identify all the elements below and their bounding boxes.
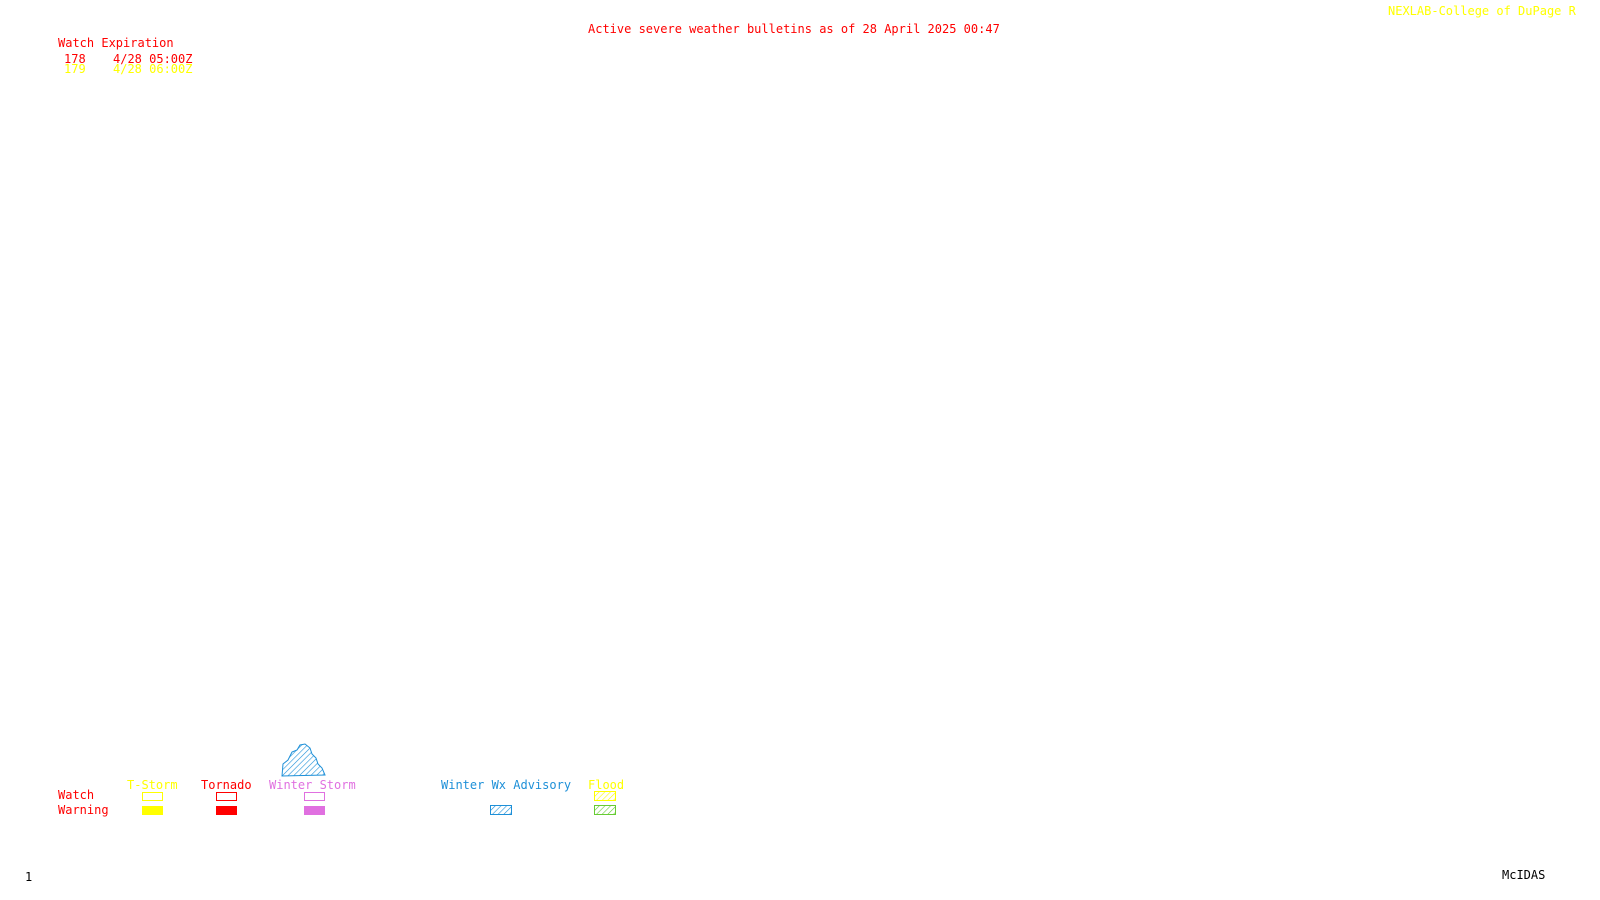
legend-winter-storm-warning-box: [304, 806, 325, 815]
legend-winter-storm-label: Winter Storm: [269, 778, 356, 792]
legend-winter-advisory-label: Winter Wx Advisory: [441, 778, 572, 792]
watch-178-expiration: 4/28 05:00Z: [113, 52, 193, 66]
legend-warning-label: Warning: [58, 803, 109, 817]
legend-flood-watch-box: [594, 791, 616, 801]
watch-179-number: 179: [64, 62, 86, 76]
legend-tornado-label: Tornado: [201, 778, 252, 792]
legend-winter-storm-watch-box: [304, 792, 325, 801]
legend-flood-label: Flood: [588, 778, 625, 792]
watch-table-heading: Watch Expiration: [58, 36, 174, 50]
legend-winter-advisory-box: [490, 805, 512, 815]
legend-watch-label: Watch: [58, 788, 95, 802]
legend-flood-warning-box: [594, 805, 616, 815]
bulletin-title: Active severe weather bulletins as of 28…: [588, 22, 1000, 36]
watch-178-number: 178: [64, 52, 86, 66]
legend-tstorm-label: T-Storm: [127, 778, 178, 792]
legend-tornado-watch-box: [216, 792, 237, 801]
frame-number: 1: [25, 870, 33, 884]
legend-tornado-warning-box: [216, 806, 237, 815]
winter-advisory-area: [281, 743, 326, 777]
legend-tstorm-warning-box: [142, 806, 163, 815]
legend-tstorm-watch-box: [142, 792, 163, 801]
nexlab-credit: NEXLAB-College of DuPage R: [1388, 4, 1576, 18]
software-label: McIDAS: [1502, 868, 1546, 882]
watch-179-expiration: 4/28 06:00Z: [113, 62, 193, 76]
